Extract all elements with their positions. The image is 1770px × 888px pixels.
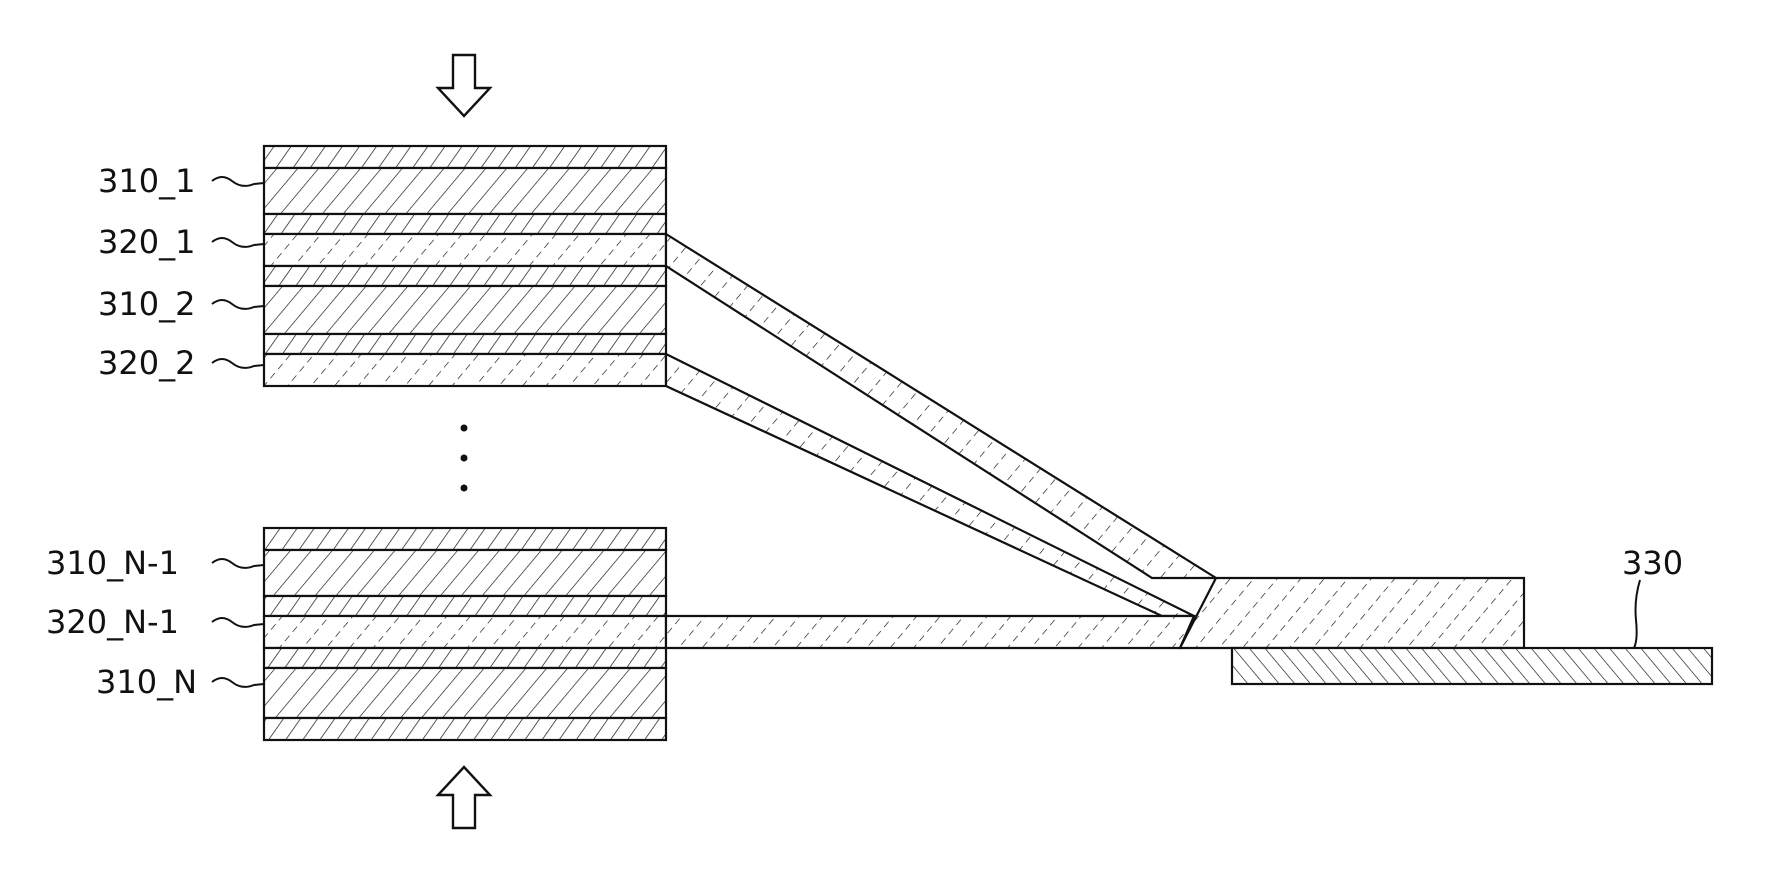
layer-320-2 (264, 354, 666, 386)
layer-310-2 (264, 286, 666, 334)
lower-bottom-layer (264, 718, 666, 740)
label-310-n-1: 310_N-1 (46, 544, 179, 582)
tab-leads (666, 234, 1216, 648)
up-arrow-icon (438, 767, 490, 828)
layer-320-n-1 (264, 616, 666, 648)
separator-layer (264, 214, 666, 234)
leader-line (212, 618, 264, 627)
lower-stack (264, 528, 666, 740)
lead-320-2 (666, 354, 1194, 616)
separator-layer (264, 648, 666, 668)
separator-layer (264, 596, 666, 616)
ellipsis-dots (461, 425, 468, 492)
label-310-2: 310_2 (98, 285, 195, 323)
welded-joint (1180, 578, 1524, 648)
label-320-1: 320_1 (98, 223, 195, 261)
layer-310-n-1 (264, 550, 666, 596)
label-330: 330 (1622, 544, 1683, 582)
leader-line (212, 300, 264, 309)
label-320-2: 320_2 (98, 344, 195, 382)
upper-cap-layer (264, 146, 666, 168)
layer-310-1 (264, 168, 666, 214)
upper-stack (264, 146, 666, 386)
leader-line (212, 177, 264, 186)
leader-line (212, 359, 264, 368)
leader-line (1634, 580, 1640, 648)
down-arrow-icon (438, 55, 490, 116)
separator-layer (264, 334, 666, 354)
lead-320-n-1 (666, 616, 1194, 648)
lower-cap-layer (264, 528, 666, 550)
leader-line (212, 238, 264, 247)
leader-line (212, 559, 264, 568)
leader-line (212, 678, 264, 687)
label-310-n: 310_N (96, 663, 197, 701)
terminal-330 (1232, 648, 1712, 684)
label-320-n-1: 320_N-1 (46, 603, 179, 641)
separator-layer (264, 266, 666, 286)
label-310-1: 310_1 (98, 162, 195, 200)
layer-320-1 (264, 234, 666, 266)
layer-310-n (264, 668, 666, 718)
